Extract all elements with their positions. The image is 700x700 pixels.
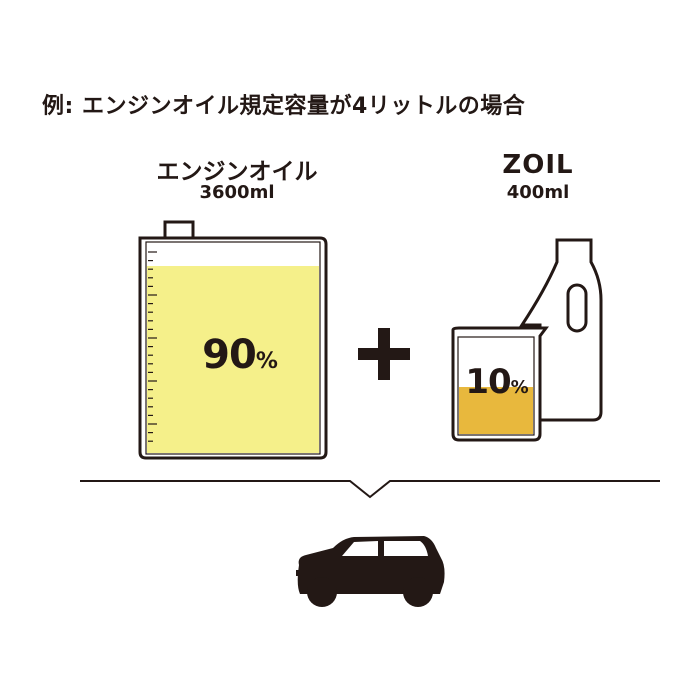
zoil-percent: 10%: [452, 362, 542, 402]
divider-arrow: [80, 480, 660, 499]
beaker-icon: [451, 326, 549, 442]
bottle-icon: [519, 238, 603, 422]
engine-oil-volume: 3600ml: [199, 182, 275, 203]
engine-oil-name: エンジンオイル: [156, 159, 318, 185]
plus-icon: [358, 328, 410, 380]
oil-can-icon: [138, 220, 328, 460]
car-icon: [296, 536, 445, 607]
engine-oil-percent: 90%: [160, 332, 320, 378]
zoil-volume: 400ml: [506, 182, 570, 203]
zoil-percent-sign: %: [510, 377, 529, 398]
engine-oil-fill: [147, 266, 319, 453]
example-heading: 例: エンジンオイル規定容量が4リットルの場合: [42, 94, 526, 119]
engine-oil-percent-sign: %: [255, 349, 278, 374]
zoil-fill: [459, 387, 533, 434]
engine-oil-percent-value: 90: [202, 332, 257, 378]
zoil-name: ZOIL: [502, 150, 574, 180]
zoil-percent-value: 10: [465, 362, 511, 402]
